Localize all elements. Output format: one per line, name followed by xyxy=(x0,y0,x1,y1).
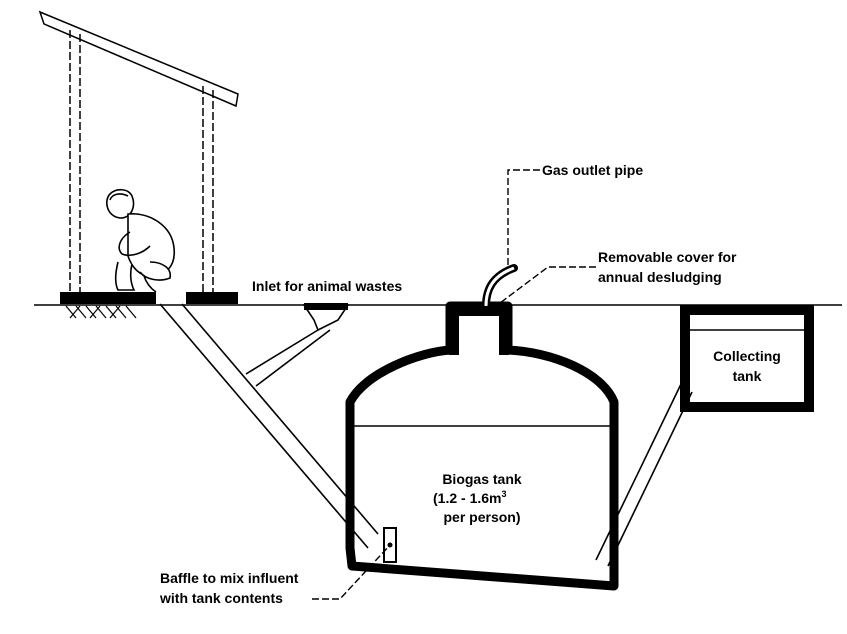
collecting-tank xyxy=(680,305,814,412)
gas-outlet-label: Gas outlet pipe xyxy=(542,162,643,178)
soil-hatching xyxy=(65,305,137,319)
latrine-slab-left xyxy=(60,292,156,304)
cover-label-line1: Removable cover for xyxy=(598,249,737,265)
biogas-volume-superscript: 3 xyxy=(501,489,506,499)
latrine-shelter xyxy=(38,10,239,292)
cover-label-line2: annual desludging xyxy=(598,269,722,285)
shelter-roof xyxy=(38,10,239,108)
animal-waste-inlet xyxy=(302,303,350,332)
biogas-label-line3: per person) xyxy=(443,509,520,525)
collecting-label-line1: Collecting xyxy=(713,348,781,364)
baffle-label-line1: Baffle to mix influent xyxy=(160,570,299,586)
cover-leader xyxy=(495,266,596,307)
inlet-label: Inlet for animal wastes xyxy=(252,278,402,294)
latrine-slab-right xyxy=(186,292,238,304)
inlet-pipes xyxy=(159,303,379,549)
gas-outlet-pipe xyxy=(482,264,518,310)
leader-lines xyxy=(312,169,596,600)
gas-outlet-leader xyxy=(507,169,540,268)
baffle-label-line2: with tank contents xyxy=(159,590,283,606)
removable-cover xyxy=(458,306,500,316)
biogas-label-line1: Biogas tank xyxy=(442,471,522,487)
tank-neck xyxy=(449,306,509,355)
overflow-pipe xyxy=(595,381,693,567)
collecting-label-line2: tank xyxy=(733,368,762,384)
squatting-person xyxy=(106,188,175,293)
biogas-label-line2: (1.2 - 1.6m3 xyxy=(433,489,507,506)
biogas-volume-text: (1.2 - 1.6m xyxy=(433,490,501,506)
